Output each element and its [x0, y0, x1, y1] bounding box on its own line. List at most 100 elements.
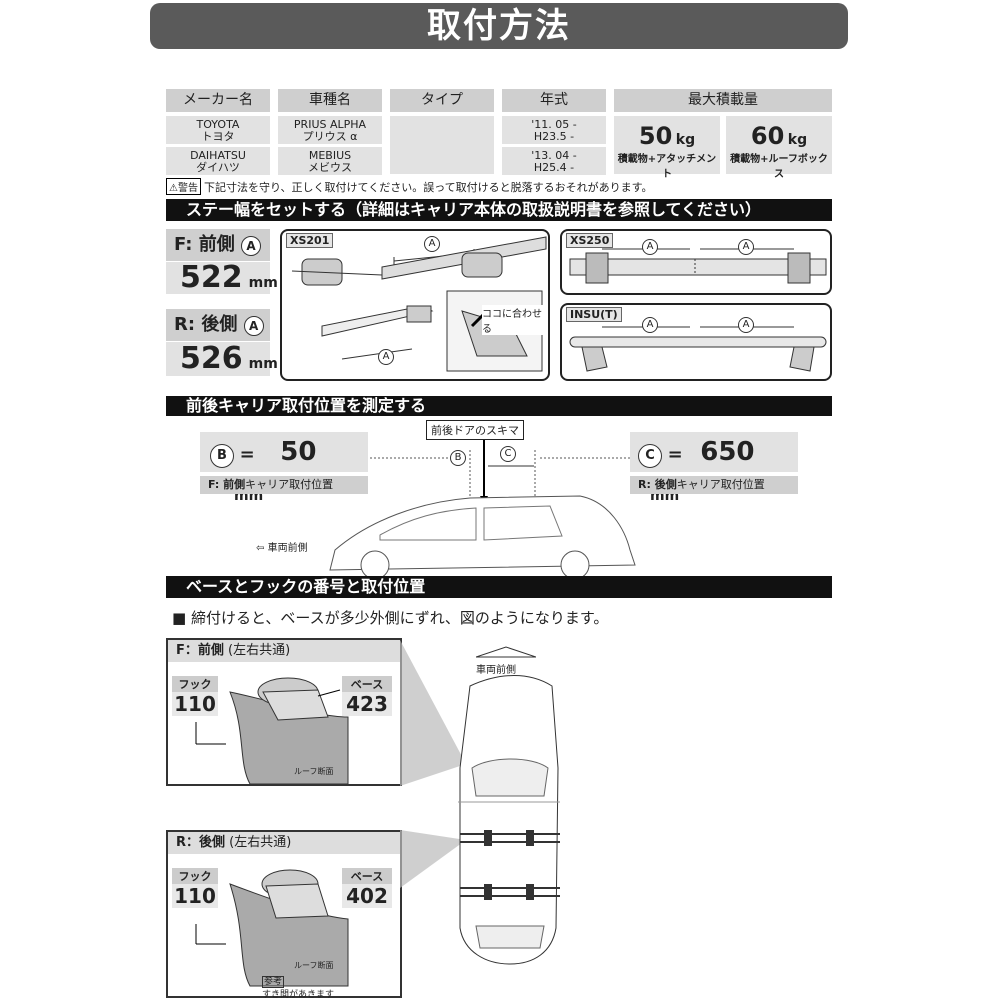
row2-maker: DAIHATSU ダイハツ [166, 147, 270, 175]
door-gap-label: 前後ドアのスキマ [426, 420, 524, 440]
reference-badge: 参考 [262, 976, 285, 988]
header-year: 年式 [502, 89, 606, 112]
symbol-a-icon: A [424, 236, 440, 252]
load1-cell: 50 kg 積載物+アタッチメント [614, 116, 720, 180]
xs250-tag: XS250 [566, 233, 614, 248]
front-detail-title-bold: F：前側 [176, 643, 224, 658]
type-cell [390, 116, 494, 174]
warning-line: ⚠警告下記寸法を守り、正しく取付けてください。誤って取付けると脱落するおそれがあ… [166, 178, 653, 195]
b-caption-bold: F: 前側 [208, 478, 246, 491]
symbol-a-icon: A [738, 317, 754, 333]
front-width-label: F: 前側 A [166, 229, 270, 261]
rear-width-unit: mm [248, 356, 278, 372]
header-model: 車種名 [278, 89, 382, 112]
row2-year: '13. 04 - H25.4 - [502, 147, 606, 175]
symbol-a-icon: A [642, 317, 658, 333]
page-title-bar: 取付方法 [150, 3, 848, 49]
reference-text: すき間があきます [262, 990, 335, 1000]
front-base-label: ベース [342, 676, 392, 692]
rear-detail-title-bold: R：後側 [176, 835, 226, 850]
xs201-tag: XS201 [286, 233, 334, 248]
front-detail-sub: (左右共通) [228, 643, 291, 658]
section1-bar: ステー幅をセットする（詳細はキャリア本体の取扱説明書を参照してください） [166, 199, 832, 221]
insu-illustration [569, 326, 827, 372]
row2-model-kana: メビウス [308, 161, 352, 174]
section3-bar: ベースとフックの番号と取付位置 [166, 576, 832, 598]
rear-hook-number: 110 [172, 884, 218, 908]
load1-note: 積載物+アタッチメント [617, 154, 717, 180]
car-front-label-side: ⇦ 車両前側 [256, 539, 308, 554]
b-caption: F: 前側キャリア取付位置 [200, 476, 368, 494]
front-width-label-text: F: 前側 [174, 234, 235, 255]
front-hook-label: フック [172, 676, 218, 692]
header-max-load: 最大積載量 [614, 89, 832, 112]
warning-text: 下記寸法を守り、正しく取付けてください。誤って取付けると脱落するおそれがあります… [203, 181, 653, 194]
load2-cell: 60 kg 積載物+ルーフボックス [726, 116, 832, 180]
xs250-illustration [569, 248, 827, 284]
symbol-a-icon: A [243, 316, 264, 336]
b-value-box: B = 50 mm [200, 432, 368, 504]
symbol-b-icon: B [450, 450, 466, 466]
row2-maker-kana: ダイハツ [196, 161, 240, 174]
arrow-left-icon: ⇦ [256, 543, 265, 554]
row2-model: MEBIUS メビウス [278, 147, 382, 175]
c-caption-bold: R: 後側 [638, 478, 677, 491]
xs250-panel: XS250 A A [560, 229, 832, 295]
page-title: 取付方法 [427, 6, 571, 46]
front-detail-panel: F：前側 (左右共通) フック 110 ベース 423 ルーフ断面 [166, 638, 402, 786]
symbol-a-icon: A [738, 239, 754, 255]
rear-base-box: ベース 402 [342, 868, 392, 908]
insu-panel: INSU(T) A A [560, 303, 832, 381]
section2-title: 前後キャリア取付位置を測定する [186, 396, 427, 415]
front-detail-illustration [195, 677, 349, 784]
align-note: ココに合わせる [482, 305, 548, 335]
row1-model: PRIUS ALPHA プリウス α [278, 116, 382, 144]
symbol-c-icon: C [500, 446, 516, 462]
front-base-number: 423 [342, 692, 392, 716]
front-hook-number: 110 [172, 692, 218, 716]
car-side-illustration [329, 440, 636, 580]
row1-maker-en: TOYOTA [196, 118, 240, 131]
c-value-number: 650 [700, 437, 755, 467]
insu-tag: INSU(T) [566, 307, 622, 322]
c-value-box: C = 650 mm [630, 432, 798, 504]
section3-title: ベースとフックの番号と取付位置 [186, 577, 426, 596]
car-top-view-illustration [458, 675, 560, 965]
section1-title: ステー幅をセットする（詳細はキャリア本体の取扱説明書を参照してください） [186, 200, 762, 219]
callout-connectors [400, 640, 466, 888]
rear-hook-label: フック [172, 868, 218, 884]
row2-year-from: '13. 04 - [531, 149, 577, 162]
symbol-c-icon: C [638, 443, 662, 468]
rear-detail-panel: R：後側 (左右共通) フック 110 ベース 402 ルーフ断面 参考 すき間… [166, 830, 402, 1000]
row2-maker-en: DAIHATSU [190, 149, 246, 162]
rear-roof-section-label: ルーフ断面 [294, 961, 334, 970]
row1-year: '11. 05 - H23.5 - [502, 116, 606, 144]
load1-value: 50 [638, 122, 673, 150]
rear-detail-illustration [195, 869, 349, 987]
section3-note: ■ 締付けると、ベースが多少外側にずれ、図のようになります。 [172, 609, 609, 627]
front-width-unit: mm [248, 275, 278, 291]
row1-model-kana: プリウス α [302, 130, 358, 143]
row1-model-en: PRIUS ALPHA [293, 118, 367, 131]
reference-note: 参考 すき間があきます [262, 974, 334, 1000]
row1-year-from: '11. 05 - [531, 118, 577, 131]
rear-detail-title: R：後側 (左右共通) [168, 832, 400, 854]
load1-unit: kg [675, 132, 696, 148]
row1-year-to: H23.5 - [533, 130, 575, 143]
c-caption: R: 後側キャリア取付位置 [630, 476, 798, 494]
symbol-a-icon: A [642, 239, 658, 255]
xs201-panel: XS201 A A ココに合わせる [280, 229, 550, 381]
top-view-front-text: 車両前側 [476, 665, 516, 676]
rear-base-label: ベース [342, 868, 392, 884]
row2-year-to: H25.4 - [533, 161, 575, 174]
row2-model-en: MEBIUS [308, 149, 352, 162]
arrow-up-icon [475, 646, 537, 658]
front-hook-box: フック 110 [172, 676, 218, 716]
c-caption-text: キャリア取付位置 [676, 478, 765, 491]
symbol-a-icon: A [241, 236, 262, 256]
header-type: タイプ [390, 89, 494, 112]
rear-width-label: R: 後側 A [166, 309, 270, 341]
front-base-box: ベース 423 [342, 676, 392, 716]
